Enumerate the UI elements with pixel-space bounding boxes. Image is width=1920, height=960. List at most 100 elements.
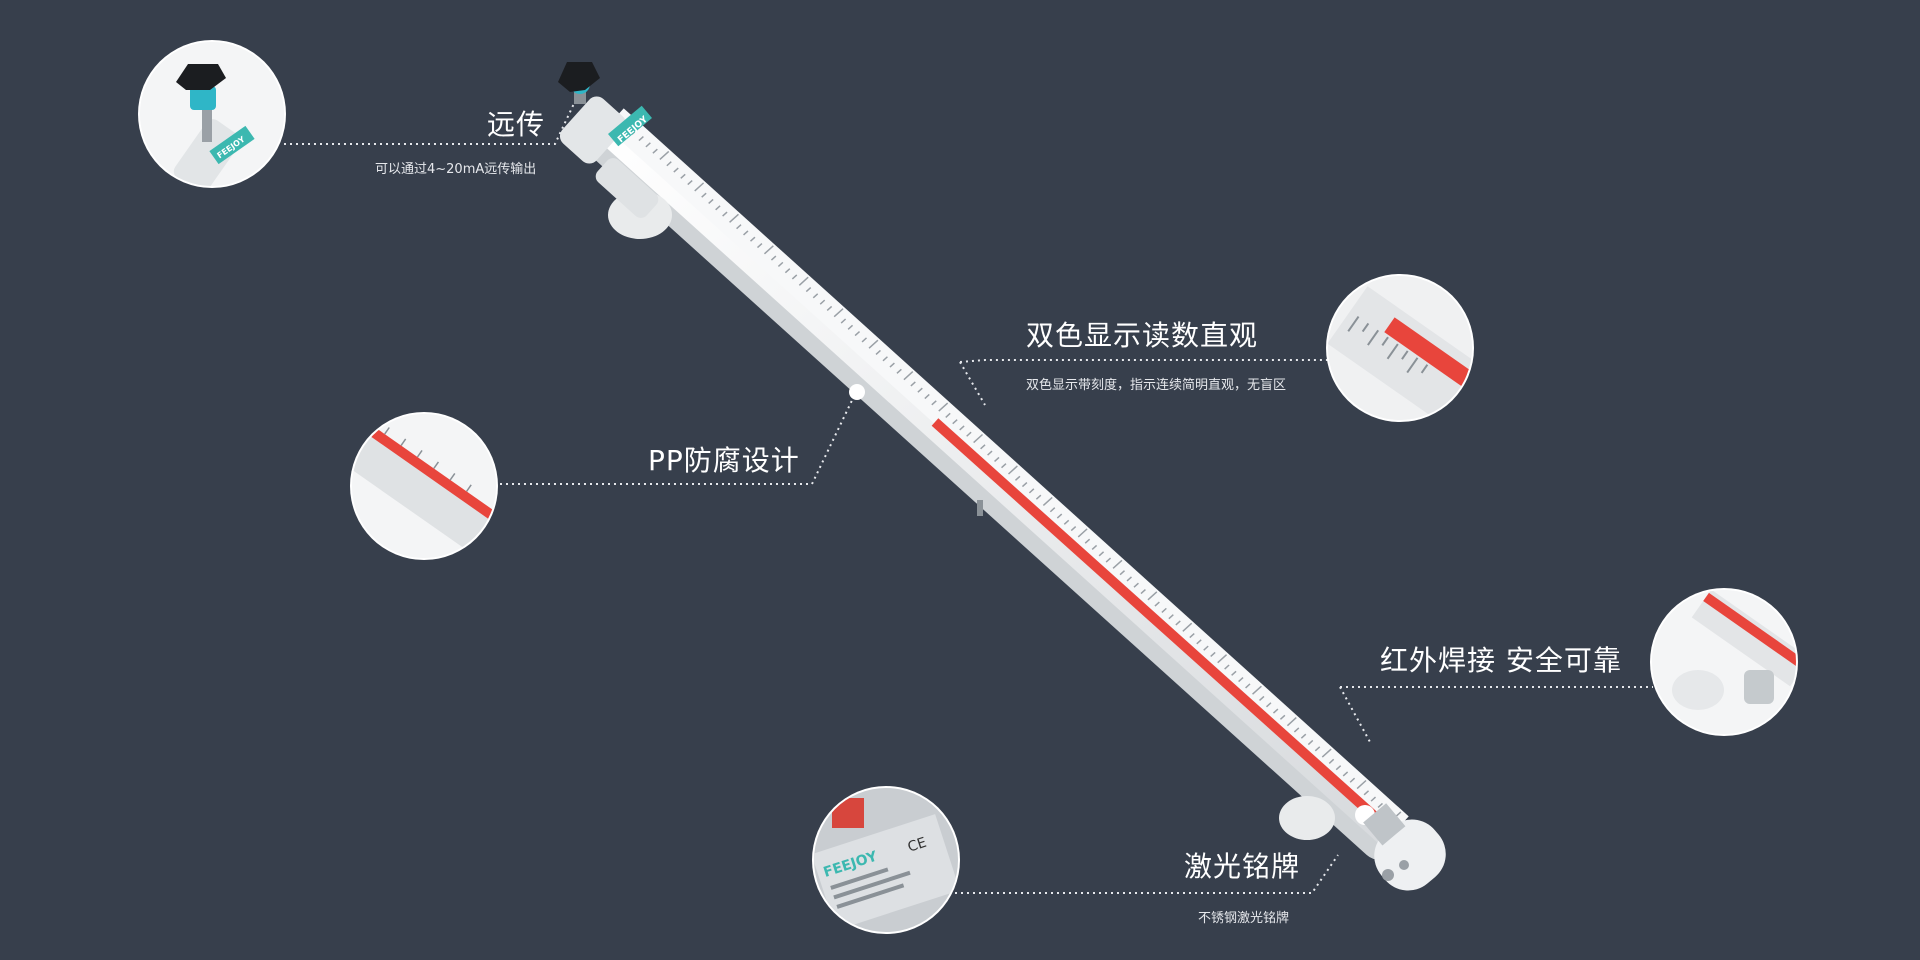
scale-tick — [1224, 664, 1230, 670]
scale-tick — [1231, 670, 1237, 676]
scale-tick — [931, 400, 937, 406]
scale-tick — [1370, 796, 1377, 802]
scale-tick — [882, 356, 888, 362]
scale-tick — [1363, 790, 1370, 796]
scale-tick — [917, 387, 923, 393]
scale-tick — [805, 286, 812, 293]
scale-tick — [1105, 557, 1112, 563]
scale-tick — [1056, 513, 1063, 519]
scale-tick — [798, 276, 809, 286]
scale-tick — [952, 419, 958, 425]
scale-tick — [1119, 570, 1126, 576]
scale-tick — [756, 242, 763, 249]
scale-tick — [1042, 496, 1053, 507]
leader-lines — [284, 94, 1653, 894]
feature-title-pp: PP防腐设计 — [648, 444, 800, 477]
scale-tick — [1265, 702, 1272, 708]
scale-tick — [722, 211, 728, 217]
scale-tick — [715, 205, 721, 211]
scale-tick — [1349, 777, 1356, 783]
scale-tick — [1168, 614, 1174, 620]
feature-subtitle-nameplate: 不锈钢激光铭牌 — [1198, 911, 1290, 926]
scale-tick — [1154, 601, 1160, 607]
scale-tick — [659, 150, 670, 161]
scale-tick — [938, 402, 949, 412]
scale-tick — [1084, 538, 1091, 544]
scale-tick — [861, 337, 868, 343]
scale-tick — [1189, 632, 1195, 639]
scale-tick — [1300, 733, 1307, 739]
scale-tick — [840, 318, 847, 324]
remote-transmitter-closeup: FEEJOY — [140, 42, 284, 186]
black-knob-icon — [558, 62, 600, 92]
scale-tick — [833, 308, 844, 318]
scale-tick — [1279, 714, 1286, 720]
scale-tick — [1098, 551, 1105, 557]
scale-tick — [1126, 576, 1132, 582]
pp-anticorrosion-closeup — [352, 414, 496, 558]
scale-tick — [1091, 544, 1098, 551]
scale-tick — [638, 136, 644, 142]
scale-tick — [903, 371, 914, 381]
feature-title-weld: 红外焊接 安全可靠 — [1380, 644, 1622, 677]
scale-tick — [1140, 588, 1146, 595]
scale-tick — [1245, 683, 1251, 689]
scale-tick — [1356, 779, 1367, 790]
scale-tick — [645, 142, 651, 148]
scale-tick — [1210, 651, 1216, 657]
scale-tick — [750, 236, 756, 242]
scale-tick — [1001, 463, 1007, 469]
dual-color-scale-closeup — [1328, 276, 1472, 420]
scale-tick — [1307, 739, 1314, 746]
scale-tick — [694, 182, 705, 192]
scale-tick — [652, 148, 658, 154]
scale-tick — [680, 173, 686, 179]
feature-title-nameplate: 激光铭牌 — [1184, 850, 1301, 883]
scale-tick — [1377, 802, 1383, 808]
scale-tick — [924, 393, 930, 400]
scale-tick — [910, 381, 916, 387]
scale-tick — [1335, 765, 1342, 771]
scale-tick — [1321, 748, 1332, 758]
scale-tick — [1314, 746, 1321, 752]
scale-tick — [959, 425, 965, 431]
scale-tick — [966, 431, 972, 437]
feature-subtitle-remote: 可以通过4~20mA远传输出 — [375, 162, 537, 177]
scale-tick — [1175, 620, 1181, 626]
scale-tick — [987, 450, 993, 456]
scale-tick — [1238, 677, 1244, 683]
scale-tick — [1203, 645, 1209, 651]
scale-tick — [1112, 559, 1123, 569]
scale-tick — [687, 180, 693, 186]
feature-title-remote: 远传 — [487, 108, 546, 141]
infrared-weld-closeup — [1652, 590, 1796, 734]
gauge-body: FEEJOY — [558, 62, 1446, 891]
scale-tick — [770, 255, 777, 261]
scale-tick — [868, 339, 879, 349]
scale-tick — [666, 161, 672, 167]
scale-tick — [1196, 639, 1202, 645]
scale-tick — [1070, 526, 1077, 532]
scale-tick — [1286, 717, 1297, 727]
scale-tick — [973, 433, 984, 444]
scale-tick — [994, 456, 1000, 462]
scale-tick — [1272, 708, 1279, 714]
scale-tick — [1077, 528, 1088, 538]
scale-tick — [736, 224, 742, 230]
scale-tick — [784, 268, 791, 274]
scale-tick — [980, 444, 986, 450]
scale-tick — [701, 192, 707, 198]
scale-tick — [1217, 654, 1228, 664]
scale-tick — [826, 305, 833, 311]
scale-tick — [777, 261, 784, 267]
scale-tick — [945, 412, 951, 418]
ce-mark-icon: CE — [906, 835, 929, 856]
scale-tick — [743, 230, 749, 236]
scale-tick — [819, 299, 826, 305]
scale-tick — [889, 362, 895, 368]
scale-tick — [763, 245, 774, 255]
scale-tick — [1035, 494, 1042, 500]
scale-tick — [1133, 582, 1139, 588]
